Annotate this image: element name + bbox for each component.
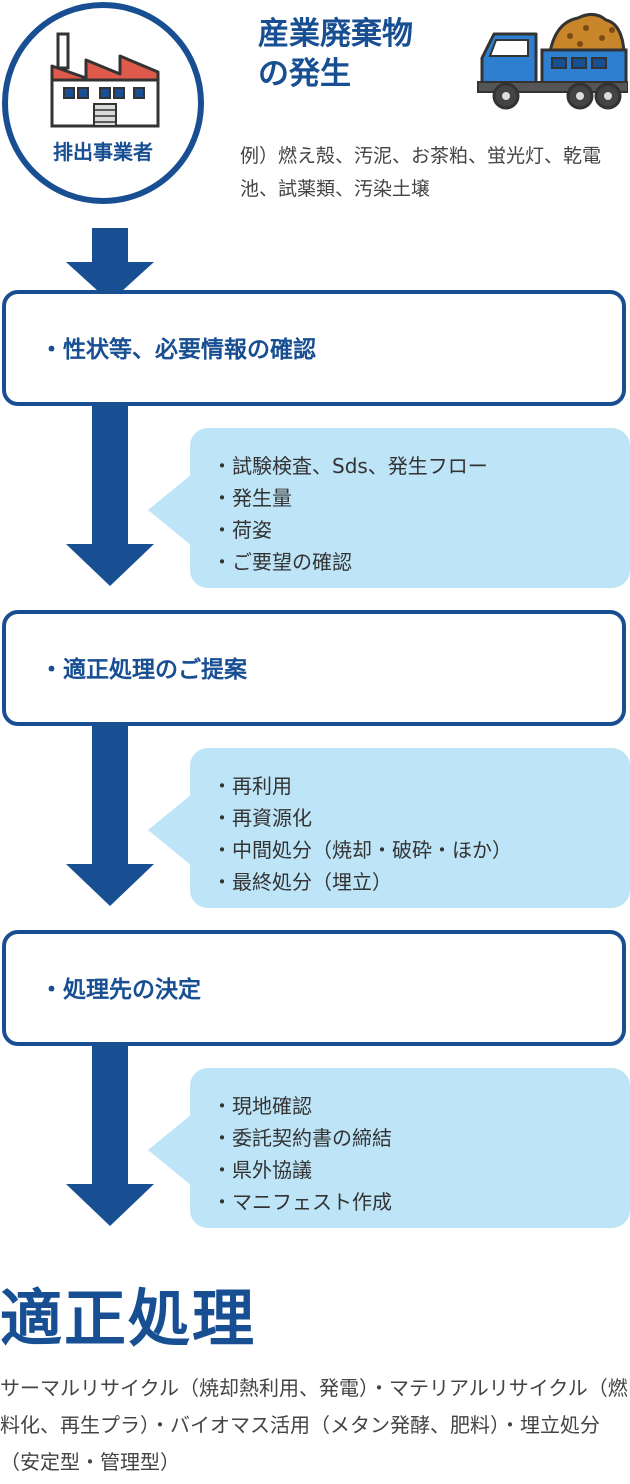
bubble-item: 委託契約書の締結 (212, 1122, 630, 1154)
title-line: 産業廃棄物 (258, 16, 413, 52)
flow-arrow-head (66, 1184, 154, 1226)
bubble-item: 再資源化 (212, 802, 630, 834)
bubble-item: 試験検査、Sds、発生フロー (212, 450, 630, 482)
waste-examples: 例）燃え殻、汚泥、お茶粕、蛍光灯、乾電池、試薬類、汚染土壌 (240, 145, 602, 200)
bubble-item: マニフェスト作成 (212, 1186, 630, 1218)
factory-icon (50, 32, 160, 128)
proper-treatment-description: サーマルリサイクル（焼却熱利用、発電）・マテリアルリサイクル（燃料化、再生プラ）… (0, 1376, 628, 1474)
bubble-item: 現地確認 (212, 1090, 630, 1122)
waste-generation-title: 産業廃棄物の発生 (258, 14, 498, 94)
flow-arrow-head (66, 864, 154, 906)
step-label: ・適正処理のご提案 (40, 657, 247, 683)
bubble-item: 最終処分（埋立） (212, 866, 630, 898)
bubble-treatment-methods: 再利用 再資源化 中間処分（焼却・破砕・ほか） 最終処分（埋立） (190, 748, 630, 908)
step-box-proposal: ・適正処理のご提案 (2, 610, 626, 726)
step-label: ・処理先の決定 (40, 977, 201, 1003)
bubble-tail (148, 794, 192, 866)
bubble-item: 県外協議 (212, 1154, 630, 1186)
title-line: の発生 (258, 56, 351, 92)
flow-arrow-shaft (92, 1046, 128, 1186)
bubble-item: ご要望の確認 (212, 546, 630, 578)
generator-label: 排出事業者 (53, 140, 153, 164)
bubble-item: 中間処分（焼却・破砕・ほか） (212, 834, 630, 866)
flow-arrow-shaft (92, 726, 128, 866)
dump-truck-icon (477, 13, 628, 110)
bubble-item: 荷姿 (212, 514, 630, 546)
flow-arrow-shaft (92, 228, 128, 264)
step-box-decision: ・処理先の決定 (2, 930, 626, 1046)
step-box-confirm-info: ・性状等、必要情報の確認 (2, 290, 626, 406)
generator-circle (2, 2, 204, 204)
bubble-tail (148, 1114, 192, 1186)
proper-treatment-title: 適正処理 (0, 1282, 257, 1355)
flow-arrow-head (66, 262, 154, 302)
step-label: ・性状等、必要情報の確認 (40, 337, 316, 363)
bubble-item: 再利用 (212, 770, 630, 802)
bubble-item: 発生量 (212, 482, 630, 514)
flow-arrow-shaft (92, 406, 128, 546)
flow-arrow-head (66, 544, 154, 586)
bubble-tail (148, 474, 192, 546)
bubble-contract-steps: 現地確認 委託契約書の締結 県外協議 マニフェスト作成 (190, 1068, 630, 1228)
bubble-confirm-details: 試験検査、Sds、発生フロー 発生量 荷姿 ご要望の確認 (190, 428, 630, 588)
